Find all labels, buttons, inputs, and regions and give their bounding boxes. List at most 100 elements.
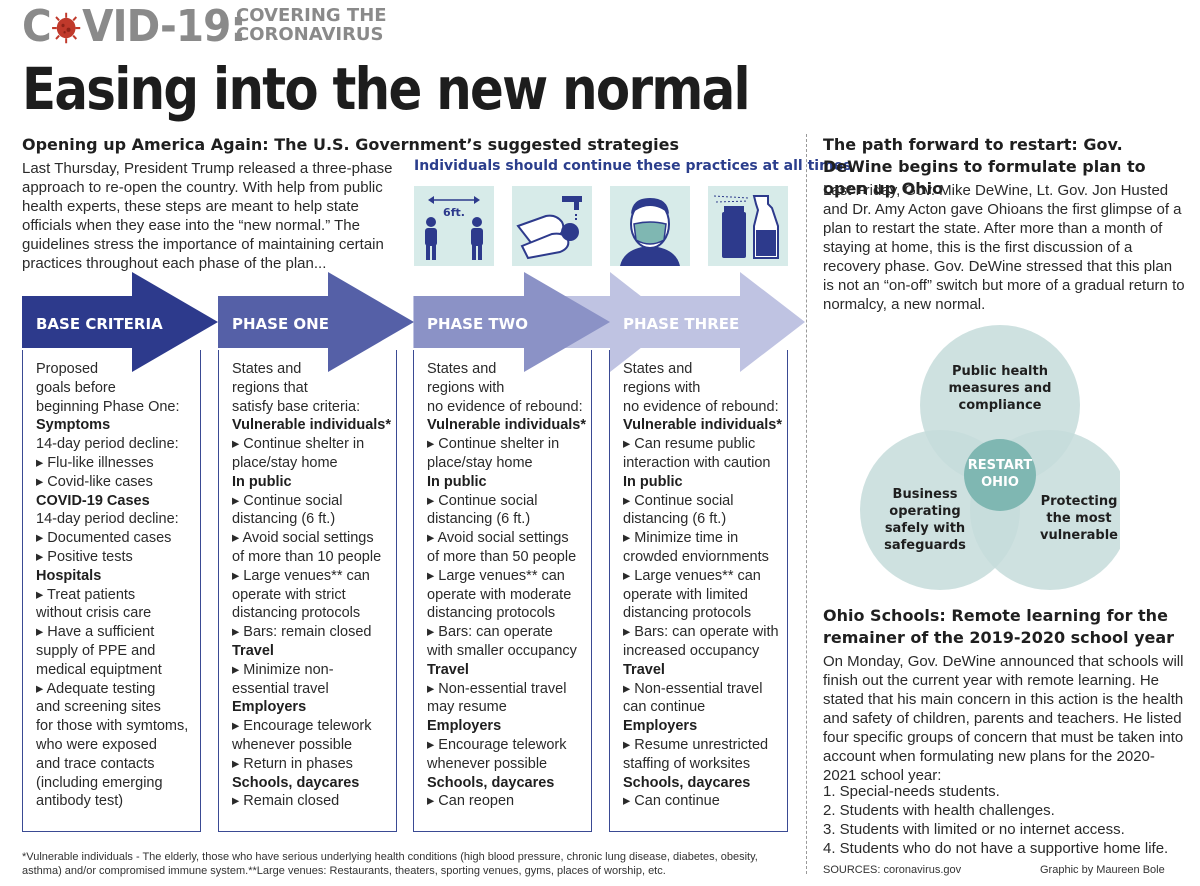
column-heading: Travel [427,661,469,678]
column-line: ▸ Large venues** can [427,567,565,584]
arrow-phase-three-head [609,272,805,372]
logo-subtitle: COVERING THE CORONAVIRUS [236,6,387,44]
column-line: States and [232,361,302,377]
column-line: ▸ Avoid social settings [232,530,374,547]
column-line: ▸ Bars: can operate with [623,624,779,641]
column-line: for those with symtoms, [36,718,189,735]
logo-subtitle-line: CORONAVIRUS [236,24,384,45]
venn-right-label: vulnerable [1040,528,1118,543]
column-heading: In public [427,473,487,490]
column-line: without crisis care [36,605,152,622]
hand-washing-icon [516,196,582,260]
column-line: no evidence of rebound: [623,398,779,415]
venn-left-label: Business [893,487,958,502]
column-heading: Vulnerable individuals* [427,417,587,434]
hand-washing-tile [512,186,592,266]
column-line: place/stay home [427,454,533,471]
column-line: ▸ Encourage telework [427,736,567,753]
venn-left-label: operating [889,504,960,519]
distance-label: 6ft. [443,206,465,219]
ohio-section-title: The path forward to restart: Gov. DeWine… [823,135,1146,198]
column-line: whenever possible [427,755,548,772]
column-line: 14-day period decline: [36,511,179,528]
column-heading: Travel [623,661,665,678]
venn-right-label: the most [1046,511,1111,526]
column-box-phase-three [609,350,788,832]
column-line: crowded enviornments [623,548,769,565]
logo-text: VID-19: [82,1,247,52]
venn-center [964,439,1036,511]
column-line: ▸ Flu-like illnesses [36,454,154,471]
venn-center-label: RESTART [968,458,1033,473]
face-mask-icon [620,198,680,266]
column-heading: Hospitals [36,567,102,584]
column-line: ▸ Covid-like cases [36,473,153,490]
us-section-intro: Last Thursday, President Trump released … [22,160,393,272]
venn-left-label: safely with [885,521,965,536]
column-line: distancing protocols [427,605,556,622]
list-item: 3. Students with limited or no internet … [823,821,1125,838]
column-line: distancing (6 ft.) [232,511,336,528]
column-line: operate with strict [232,586,346,603]
column-line: supply of PPE and [36,642,156,659]
column-line: ▸ Return in phases [232,755,353,772]
us-section-title: Opening up America Again: The U.S. Gover… [22,135,679,154]
column-line: ▸ Documented cases [36,530,172,547]
column-line: whenever possible [232,736,353,753]
ohio-section-intro: Last Friday, Gov. Mike DeWine, Lt. Gov. … [823,182,1185,313]
column-line: ▸ Can resume public [623,436,756,453]
column-line: ▸ Resume unrestricted [623,736,769,753]
column-heading: Schools, daycares [427,774,555,791]
column-heading: Vulnerable individuals* [623,417,783,434]
column-line: ▸ Can reopen [427,793,515,810]
column-line: of more than 10 people [232,548,382,565]
column-box-phase-two [413,350,592,832]
social-distance-tile: 6ft. [414,186,494,266]
arrow-base-criteria [22,272,218,372]
column-phase-three: States and regions with no evidence of reb… [623,360,788,811]
column-line: medical equiptment [36,661,162,678]
column-line: States and [623,361,693,377]
column-heading: Schools, daycares [232,774,360,791]
column-line: place/stay home [232,454,338,471]
column-line: ▸ Treat patients [36,586,136,603]
column-heading: Symptoms [36,417,111,434]
venn-top-label: measures and [949,381,1052,396]
column-line: ▸ Avoid social settings [427,530,569,547]
column-line: distancing protocols [623,605,752,622]
column-line: ▸ Positive tests [36,548,133,565]
column-line: ▸ Continue shelter in [427,436,560,453]
column-line: ▸ Remain closed [232,793,340,810]
column-line: regions with [623,379,701,396]
venn-top-label: Public health [952,364,1048,379]
column-line: (including emerging [36,774,163,791]
schools-section-title: Ohio Schools: Remote learning for the re… [823,606,1175,647]
restart-ohio-venn: Public health measures and compliance Bu… [860,325,1120,590]
column-line: ▸ Can continue [623,793,720,810]
venn-right-label: Protecting [1041,494,1118,509]
column-line: and trace contacts [36,755,155,772]
column-line: ▸ Bars: can operate [427,624,553,641]
column-line: increased occupancy [623,642,760,659]
column-line: goals before [36,379,116,396]
schools-concern-list: 1. Special-needs students. 2. Students w… [823,782,1185,858]
column-heading: Vulnerable individuals* [232,417,392,434]
column-line: ▸ Bars: remain closed [232,624,372,641]
column-heading: COVID-19 Cases [36,492,150,509]
phase-arrows: BASE CRITERIA PHASE ONE PHASE TWO PHASE … [22,272,805,372]
column-line: no evidence of rebound: [427,398,583,415]
label-phase-two: PHASE TWO [427,315,528,333]
column-divider [806,134,807,874]
column-line: regions that [232,379,308,396]
column-line: ▸ Minimize non- [232,661,334,678]
virus-icon [52,12,81,44]
practices-title: Individuals should continue these practi… [414,158,852,174]
column-line: ▸ Non-essential travel [427,680,567,697]
disinfect-spray-tile [708,186,788,266]
column-line: with smaller occupancy [427,642,577,659]
column-line: ▸ Large venues** can [232,567,370,584]
headline: Easing into the new normal [22,55,751,123]
column-heading: Employers [623,718,698,735]
